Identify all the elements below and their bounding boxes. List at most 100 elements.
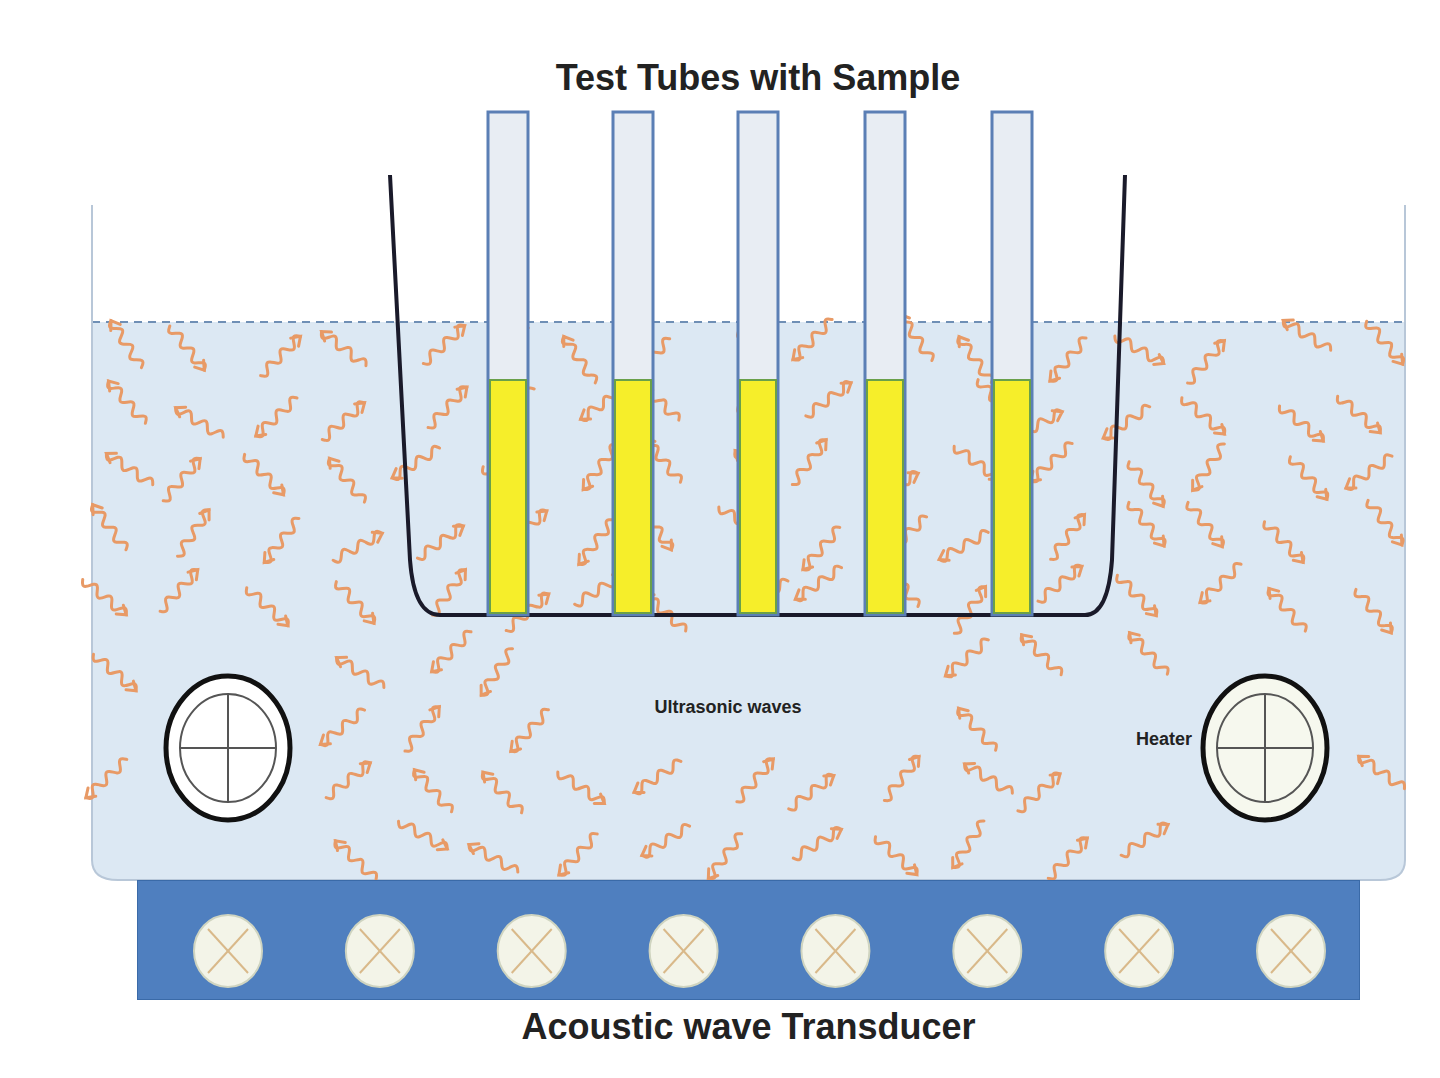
wave-arrow bbox=[1188, 340, 1225, 383]
wave-arrow bbox=[954, 587, 985, 634]
wave-arrow bbox=[1018, 773, 1060, 812]
wave-arrow bbox=[558, 772, 604, 803]
wave-arrow bbox=[1115, 336, 1164, 364]
wave-arrow bbox=[108, 381, 147, 423]
wave-arrow bbox=[264, 518, 299, 562]
wave-arrow bbox=[1048, 838, 1087, 879]
wave-arrow bbox=[178, 510, 210, 556]
wave-arrow bbox=[246, 588, 288, 626]
wave-arrow bbox=[432, 631, 471, 672]
wave-arrow bbox=[417, 525, 463, 560]
wave-arrow bbox=[392, 446, 439, 479]
wave-arrow bbox=[423, 325, 464, 364]
wave-arrow bbox=[1128, 462, 1164, 507]
wave-arrow bbox=[320, 709, 364, 746]
test-tube bbox=[613, 112, 653, 615]
transducer-band: Acoustic wave Transducer bbox=[137, 880, 1360, 1048]
wave-arrow bbox=[965, 763, 1013, 793]
wave-arrow bbox=[1050, 338, 1086, 381]
wave-arrow bbox=[642, 824, 690, 857]
wave-arrow bbox=[511, 709, 549, 751]
wave-arrow bbox=[1200, 563, 1241, 603]
wave-arrow bbox=[86, 759, 127, 799]
wave-arrow bbox=[1193, 444, 1225, 490]
wave-arrow bbox=[93, 654, 136, 690]
transducer-label: Acoustic wave Transducer bbox=[137, 1006, 1360, 1048]
wave-arrow bbox=[1264, 522, 1304, 563]
wave-arrow bbox=[91, 505, 127, 550]
wave-arrow bbox=[958, 708, 997, 750]
wave-arrow bbox=[176, 407, 224, 437]
wave-arrow bbox=[336, 582, 375, 624]
wave-arrow bbox=[1129, 633, 1168, 674]
wave-arrow bbox=[322, 402, 364, 441]
wave-arrow bbox=[1103, 405, 1150, 439]
waves-label: Ultrasonic waves bbox=[651, 696, 804, 719]
wave-arrow bbox=[328, 458, 365, 502]
wave-arrow bbox=[333, 531, 382, 562]
wave-arrow bbox=[335, 841, 377, 880]
wave-arrow bbox=[1051, 515, 1085, 560]
wave-arrow bbox=[433, 570, 466, 615]
ultrasonic-waves bbox=[83, 314, 1405, 879]
wave-arrow bbox=[1346, 455, 1392, 490]
tubes-label: Test Tubes with Sample bbox=[553, 56, 964, 100]
wave-arrow bbox=[939, 530, 988, 561]
bath-water bbox=[92, 322, 1405, 880]
wave-arrow bbox=[405, 707, 439, 752]
wave-arrow bbox=[1279, 406, 1323, 441]
heater-left bbox=[166, 676, 290, 820]
wave-arrow bbox=[83, 579, 127, 614]
wave-arrow bbox=[1021, 635, 1062, 675]
transducer-body bbox=[137, 880, 1360, 1000]
wave-arrow bbox=[634, 760, 681, 794]
wave-arrow bbox=[884, 756, 919, 800]
wave-arrow bbox=[163, 458, 200, 501]
wave-arrow bbox=[321, 332, 366, 366]
wave-arrow bbox=[482, 772, 522, 813]
wave-arrow bbox=[953, 821, 984, 868]
wave-arrow bbox=[559, 834, 597, 876]
wave-arrow bbox=[1031, 443, 1073, 482]
wave-arrow bbox=[414, 770, 453, 812]
wave-arrow bbox=[562, 336, 596, 382]
wave-arrow bbox=[945, 639, 988, 677]
wave-arrow bbox=[1367, 500, 1403, 545]
wave-arrow bbox=[326, 762, 370, 799]
wave-arrow bbox=[399, 821, 448, 849]
wave-arrow bbox=[337, 657, 384, 687]
wave-arrow bbox=[169, 326, 206, 370]
wave-arrow bbox=[737, 759, 773, 802]
wave-arrow bbox=[793, 319, 832, 360]
wave-arrow bbox=[579, 520, 613, 565]
wave-arrow bbox=[1366, 321, 1404, 364]
wave-arrow bbox=[109, 321, 143, 368]
heater-label: Heater bbox=[1133, 728, 1195, 751]
wave-arrow bbox=[803, 527, 840, 570]
wave-arrow bbox=[481, 649, 512, 695]
wave-arrow bbox=[1117, 575, 1157, 615]
wave-arrow bbox=[1283, 320, 1330, 350]
wave-arrow bbox=[1128, 502, 1165, 546]
transducer-elements bbox=[138, 881, 1359, 999]
wave-arrow bbox=[795, 566, 841, 601]
wave-arrow bbox=[1182, 398, 1225, 434]
wave-arrow bbox=[244, 454, 284, 494]
wave-arrow bbox=[261, 336, 301, 377]
wave-arrow bbox=[1268, 588, 1306, 631]
wave-arrow bbox=[1289, 457, 1327, 500]
heater-right bbox=[1203, 676, 1327, 820]
wave-arrow bbox=[708, 834, 741, 879]
wave-arrow bbox=[469, 844, 518, 872]
wave-arrow bbox=[792, 440, 826, 485]
test-tube bbox=[488, 112, 528, 615]
wave-arrow bbox=[256, 397, 297, 437]
test-tube bbox=[992, 112, 1032, 615]
wave-arrow bbox=[106, 453, 152, 484]
test-tube bbox=[865, 112, 905, 615]
test-tube bbox=[738, 112, 778, 615]
wave-arrow bbox=[1038, 565, 1082, 602]
wave-arrow bbox=[160, 569, 198, 611]
wave-arrow bbox=[428, 387, 467, 428]
wave-arrow bbox=[1121, 823, 1168, 857]
